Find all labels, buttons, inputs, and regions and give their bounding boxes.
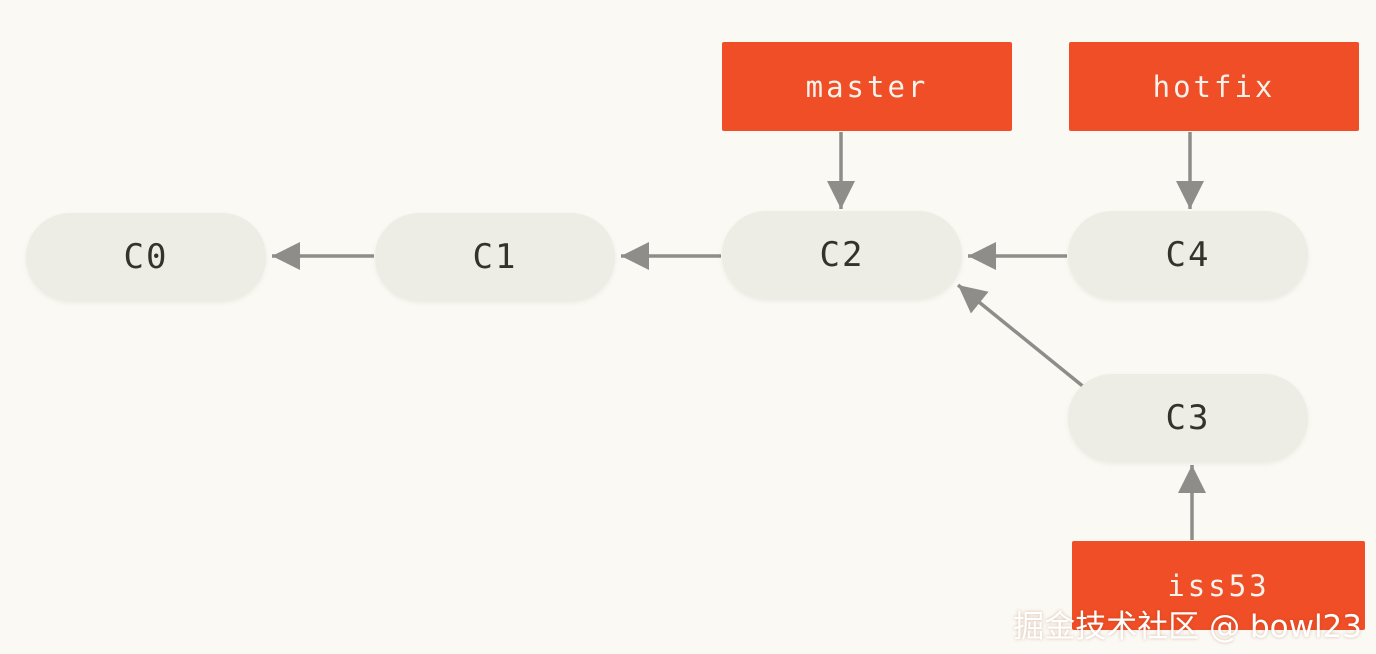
- branch-label-iss53: iss53: [1072, 541, 1365, 630]
- edge-c3-to-c2: [956, 283, 1092, 394]
- commit-node-c1: C1: [375, 213, 615, 301]
- commit-node-c2: C2: [722, 211, 962, 299]
- commit-node-c0: C0: [26, 213, 266, 301]
- branch-label-hotfix-text: hotfix: [1152, 69, 1276, 104]
- watermark: 掘金技术社区 @ bowl23: [1013, 609, 1362, 645]
- commit-node-c3-label: C3: [1165, 398, 1211, 438]
- commit-node-c4: C4: [1068, 211, 1308, 299]
- commit-node-c0-label: C0: [123, 237, 169, 277]
- branch-label-master: master: [722, 42, 1012, 131]
- branch-label-iss53-text: iss53: [1167, 568, 1270, 603]
- branch-label-hotfix: hotfix: [1069, 42, 1359, 131]
- commit-node-c4-label: C4: [1165, 235, 1211, 275]
- commit-node-c1-label: C1: [472, 237, 518, 277]
- commit-node-c3: C3: [1068, 374, 1308, 462]
- commit-node-c2-label: C2: [819, 235, 865, 275]
- branch-label-master-text: master: [805, 69, 929, 104]
